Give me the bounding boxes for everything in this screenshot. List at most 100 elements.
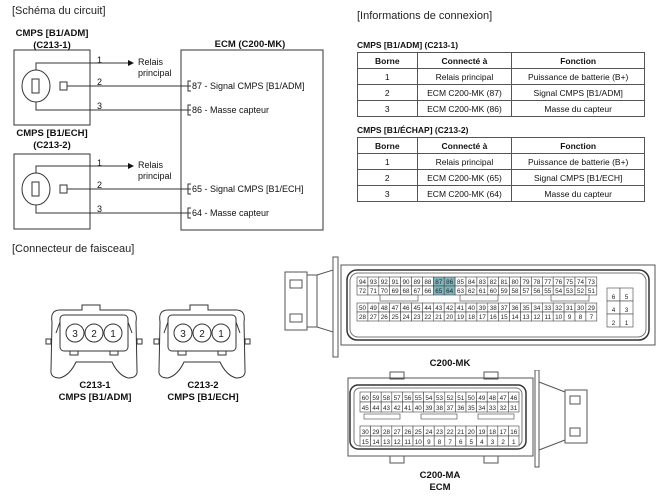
svg-text:19: 19 [478, 429, 486, 436]
sensor1-pin2-label: 2 [97, 77, 103, 87]
svg-text:6: 6 [459, 439, 463, 446]
svg-text:84: 84 [468, 279, 476, 286]
cell: Signal CMPS [B1/ADM] [511, 84, 645, 101]
svg-text:50: 50 [359, 305, 367, 312]
svg-text:38: 38 [490, 305, 498, 312]
pin-28: 28 [356, 311, 369, 322]
pin-35: 35 [465, 401, 477, 413]
pin-6: 6 [606, 287, 621, 302]
cell: 3 [357, 185, 418, 202]
pin-76: 76 [552, 276, 565, 287]
svg-text:60: 60 [362, 395, 370, 402]
table-row: 1 Relais principal Puissance de batterie… [357, 153, 645, 170]
pin-6: 6 [455, 435, 467, 447]
pin-39: 39 [423, 401, 435, 413]
svg-text:66: 66 [424, 288, 432, 295]
pin-4: 4 [476, 435, 488, 447]
svg-text:65: 65 [435, 288, 443, 295]
pin-57: 57 [520, 285, 532, 296]
svg-text:58: 58 [383, 395, 391, 402]
cell: Masse du capteur [511, 185, 645, 202]
header-fonction: Fonction [511, 52, 645, 69]
svg-text:31: 31 [566, 305, 574, 312]
header-fonction: Fonction [511, 137, 645, 154]
svg-text:30: 30 [362, 429, 370, 436]
cell: 2 [357, 169, 418, 186]
c200-ma-sublabel: ECM [429, 482, 451, 493]
pin-11: 11 [402, 435, 414, 447]
svg-text:2: 2 [501, 439, 505, 446]
svg-text:40: 40 [468, 305, 476, 312]
pin-43: 43 [380, 401, 393, 413]
svg-text:10: 10 [555, 314, 563, 321]
pin-34: 34 [476, 401, 488, 413]
pin-30: 30 [574, 302, 587, 313]
pin-40: 40 [465, 302, 478, 313]
pin-55: 55 [541, 285, 554, 296]
sensor1-pin1-label: 1 [97, 55, 103, 65]
pin-53: 53 [563, 285, 576, 296]
svg-text:89: 89 [413, 279, 421, 286]
key-slot [363, 413, 401, 420]
c213-2-id: C213-2 [187, 380, 219, 391]
pin-68: 68 [400, 285, 412, 296]
pin-24: 24 [400, 311, 412, 322]
ecm-pin-64-label: 64 - Masse capteur [192, 208, 270, 218]
pin-59: 59 [370, 391, 382, 403]
pin-19: 19 [454, 311, 467, 322]
pin-82: 82 [487, 276, 500, 287]
header-connecte: Connecté à [416, 52, 513, 69]
svg-text:69: 69 [392, 288, 400, 295]
pin-22: 22 [444, 425, 456, 437]
key-slot [550, 294, 590, 302]
svg-text:37: 37 [447, 405, 455, 412]
svg-text:21: 21 [435, 314, 443, 321]
pin-33: 33 [486, 401, 499, 413]
svg-text:15: 15 [501, 314, 509, 321]
pin-17: 17 [497, 425, 509, 437]
svg-text:47: 47 [500, 395, 508, 402]
svg-text:88: 88 [424, 279, 432, 286]
c200-mk-housing [284, 256, 656, 358]
svg-text:57: 57 [394, 395, 402, 402]
connector-c213-2 [153, 304, 251, 379]
svg-text:90: 90 [403, 279, 411, 286]
svg-text:11: 11 [404, 439, 411, 446]
pin-19: 19 [476, 425, 488, 437]
svg-text:35: 35 [522, 305, 530, 312]
svg-text:92: 92 [381, 279, 389, 286]
header-borne: Borne [357, 52, 418, 69]
pin-56: 56 [402, 391, 414, 403]
pin-63: 63 [454, 285, 467, 296]
connector-c213-1 [45, 304, 143, 379]
svg-text:17: 17 [500, 429, 508, 436]
pin-55: 55 [412, 391, 424, 403]
svg-text:60: 60 [490, 288, 498, 295]
cell: ECM C200-MK (87) [416, 84, 513, 101]
svg-text:25: 25 [392, 314, 400, 321]
pin-54: 54 [423, 391, 435, 403]
sensor-pin-2: 2 [192, 323, 212, 343]
pin-52: 52 [574, 285, 587, 296]
svg-text:52: 52 [447, 395, 455, 402]
pin-62: 62 [465, 285, 478, 296]
pin-91: 91 [389, 276, 401, 287]
svg-text:57: 57 [522, 288, 530, 295]
pin-42: 42 [391, 401, 403, 413]
pin-3: 3 [486, 435, 499, 447]
header-borne: Borne [357, 137, 418, 154]
svg-text:7: 7 [590, 314, 594, 321]
pin-35: 35 [520, 302, 532, 313]
sensor-pin-2: 2 [84, 323, 104, 343]
svg-text:19: 19 [457, 314, 465, 321]
pin-9: 9 [423, 435, 435, 447]
sensor-pin-3: 3 [173, 323, 193, 343]
pin-43: 43 [433, 302, 445, 313]
svg-text:53: 53 [566, 288, 574, 295]
svg-text:93: 93 [370, 279, 378, 286]
svg-text:33: 33 [544, 305, 552, 312]
cell: Puissance de batterie (B+) [511, 153, 645, 170]
cell: Signal CMPS [B1/ECH] [511, 169, 645, 186]
svg-text:54: 54 [555, 288, 563, 295]
pin-49: 49 [367, 302, 380, 313]
